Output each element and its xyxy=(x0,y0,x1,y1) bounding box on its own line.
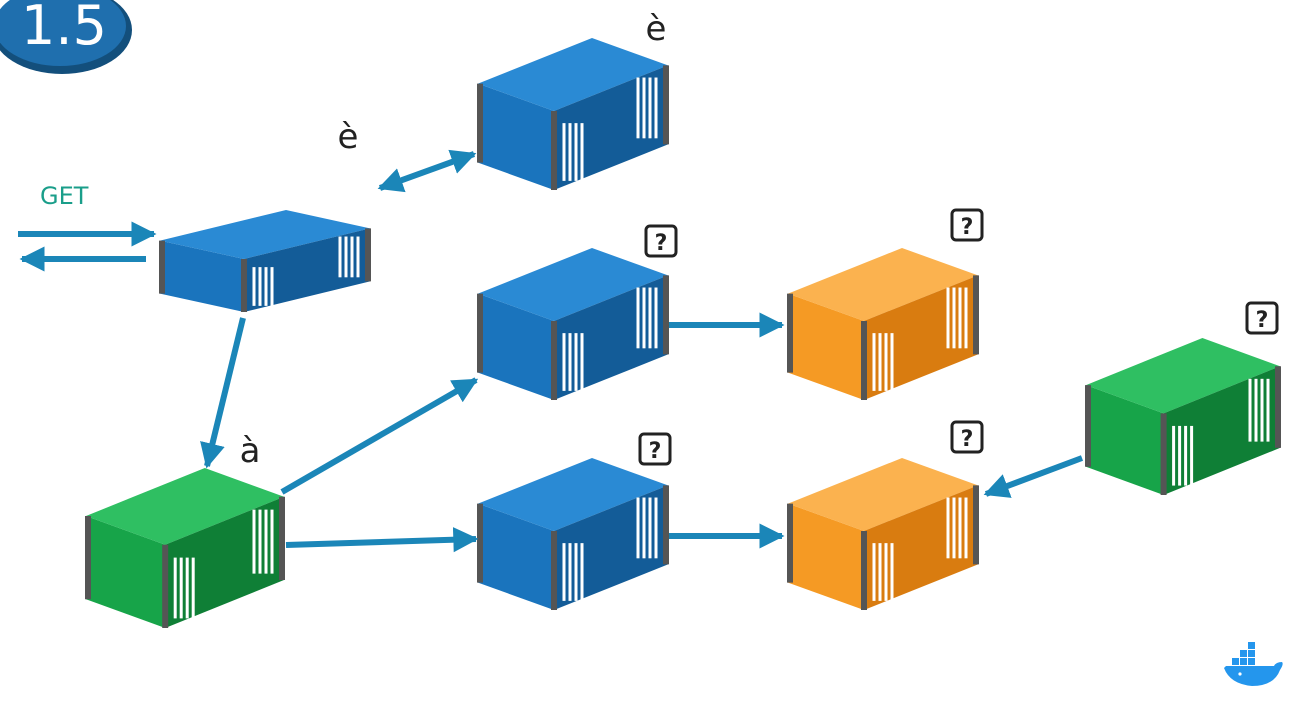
container-label-hub: à xyxy=(240,431,261,471)
unknown-badge-text: ? xyxy=(961,427,974,452)
unknown-badge-mid-upper: ? xyxy=(644,224,678,258)
arrow-entry-hub xyxy=(200,317,246,469)
container-top-right xyxy=(477,38,669,190)
arrow-farright-farlower xyxy=(983,455,1084,498)
container-label-entry: è xyxy=(338,117,359,157)
unknown-badge-far-upper: ? xyxy=(950,208,984,242)
unknown-badge-text: ? xyxy=(649,439,662,464)
section-number: 1.5 xyxy=(21,0,107,57)
docker-whale-icon xyxy=(1224,642,1283,686)
container-mid-lower xyxy=(477,458,669,610)
container-far-lower xyxy=(787,458,979,610)
container-entry xyxy=(159,210,371,312)
container-far-upper xyxy=(787,248,979,400)
container-far-right xyxy=(1085,338,1281,495)
unknown-badge-text: ? xyxy=(1256,308,1269,333)
arrow-hub-midlower xyxy=(285,527,479,553)
arrow-hub-midupper xyxy=(280,377,479,495)
container-mid-upper xyxy=(477,248,669,400)
unknown-badge-mid-lower: ? xyxy=(638,432,672,466)
unknown-badge-far-right: ? xyxy=(1245,301,1279,335)
unknown-badge-far-lower: ? xyxy=(950,420,984,454)
container-hub xyxy=(85,468,285,628)
container-label-top-right: è xyxy=(646,9,667,49)
section-badge-bg xyxy=(0,0,126,66)
section-badge: 1.5 xyxy=(0,0,132,74)
get-request-label: GET xyxy=(40,182,89,210)
arrow-entry-topright xyxy=(377,149,477,193)
unknown-badge-text: ? xyxy=(961,215,974,240)
unknown-badge-text: ? xyxy=(655,231,668,256)
